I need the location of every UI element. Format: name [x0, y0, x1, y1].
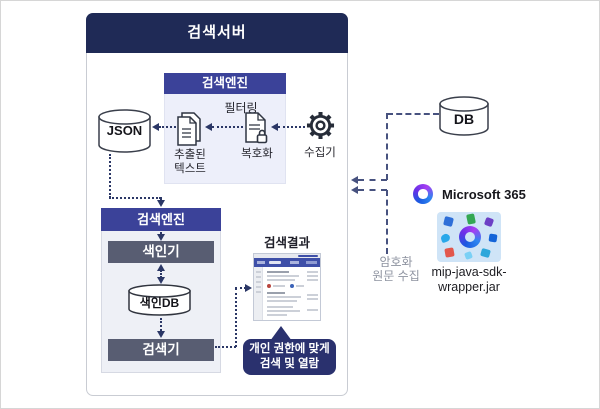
searcher-bar: 검색기 — [108, 339, 214, 361]
arrowhead — [157, 200, 165, 207]
path-searcher-right — [215, 346, 236, 348]
arrow-indexer-indexdb — [160, 270, 162, 278]
arrowhead — [152, 123, 159, 131]
search-engine-bottom-header: 검색엔진 — [101, 208, 221, 231]
microsoft-365-apps-collage — [437, 212, 501, 262]
dash-into-server-2 — [358, 189, 387, 191]
path-into-results — [235, 287, 246, 289]
arrow-extracted-to-json — [159, 126, 176, 128]
arrow-indexdb-searcher — [160, 318, 162, 331]
jar-filename-label: mip-java-sdk- wrapper.jar — [431, 265, 507, 294]
filtering-label: 필터링 — [224, 101, 258, 115]
collector-label: 수집기 — [304, 147, 336, 159]
external-db-label: DB — [453, 111, 475, 127]
m365-swirl-icon — [459, 226, 481, 248]
microsoft-365-logo — [413, 184, 433, 204]
path-searcher-up — [235, 288, 237, 347]
permission-bubble: 개인 권한에 맞게 검색 및 열람 — [243, 339, 336, 375]
index-db-label: 색인DB — [139, 296, 180, 310]
gear-icon — [306, 111, 335, 140]
path-json-right — [109, 197, 161, 199]
search-results-page-thumbnail — [253, 253, 321, 321]
indexer-bar: 색인기 — [108, 241, 214, 263]
json-database-icon — [98, 109, 151, 153]
results-title: 검색결과 — [263, 236, 310, 250]
json-label: JSON — [106, 123, 143, 138]
arrowhead — [245, 284, 252, 292]
arrowhead — [205, 123, 212, 131]
document-stack-icon — [177, 112, 201, 146]
arrowhead — [271, 123, 278, 131]
dash-db-vertical — [386, 113, 388, 180]
arrowhead — [157, 234, 165, 241]
arrowhead — [157, 331, 165, 338]
dash-m365-vertical — [386, 190, 388, 254]
document-lock-icon — [245, 112, 268, 144]
extracted-text-label: 추출된 텍스트 — [174, 149, 206, 175]
dash-into-server-1 — [358, 179, 387, 181]
arrow-header-to-indexer — [160, 232, 162, 235]
arrowhead — [157, 277, 165, 284]
bubble-tail — [270, 326, 292, 341]
external-database-icon — [439, 96, 489, 136]
arrow-decrypt-to-extracted — [212, 126, 243, 128]
path-json-into-engine — [160, 197, 162, 201]
decrypt-label: 복호화 — [241, 148, 273, 160]
encrypted-collect-label: 암호화 원문 수집 — [372, 255, 420, 283]
arrow-collector-to-decrypt — [278, 126, 305, 128]
search-server-header: 검색서버 — [86, 13, 348, 53]
index-database-icon — [128, 284, 191, 316]
arrowhead — [351, 176, 358, 184]
dash-db-horizontal — [387, 113, 439, 115]
arrowhead — [157, 264, 165, 271]
path-json-down — [109, 154, 111, 198]
arrowhead — [351, 186, 358, 194]
search-engine-top-header: 검색엔진 — [164, 73, 286, 94]
microsoft-365-label: Microsoft 365 — [442, 187, 526, 202]
